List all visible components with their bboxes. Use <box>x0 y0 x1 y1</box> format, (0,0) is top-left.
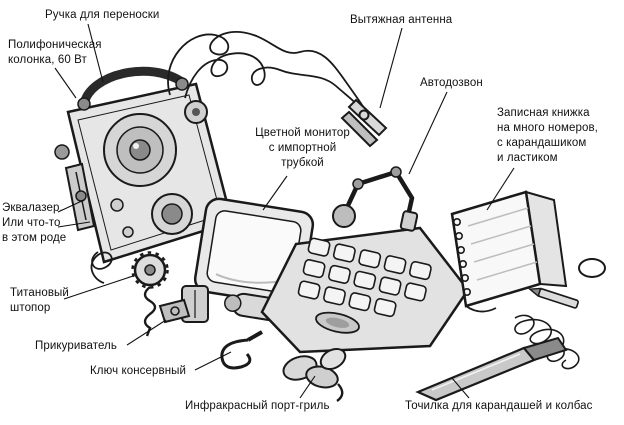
leader-notebook <box>486 167 515 211</box>
leader-speaker <box>54 67 77 99</box>
leader-equalizer-1 <box>57 199 85 213</box>
lighter-drawing <box>158 298 191 324</box>
label-ir-port: Инфракрасный порт-гриль <box>185 400 330 412</box>
sausages-drawing <box>282 347 347 402</box>
label-equalizer: Эквалазер. Или что-то в этом роде <box>2 202 67 244</box>
notebook-drawing <box>450 190 606 313</box>
leader-equalizer-2 <box>57 221 91 228</box>
leader-lighter <box>126 319 167 346</box>
leader-monitor <box>262 175 288 211</box>
corkscrew-drawing <box>131 251 169 337</box>
leader-can-opener <box>194 351 232 371</box>
leader-carry-handle <box>87 23 104 83</box>
label-monitor: Цветной монитор с импортной трубкой <box>255 127 350 169</box>
label-autodial: Автодозвон <box>420 77 483 89</box>
label-notebook: Записная книжка на много номеров, с кара… <box>497 107 598 164</box>
label-sharpener: Точилка для карандашей и колбас <box>405 400 593 412</box>
clothespin-drawing <box>340 98 388 148</box>
speaker-large-drawing <box>103 113 177 187</box>
leader-autodial <box>408 91 448 175</box>
can-opener-drawing <box>220 330 263 370</box>
speaker-small-drawing <box>151 193 193 235</box>
small-cord-drawing <box>90 251 113 284</box>
keypad-drawing <box>260 226 470 354</box>
autodial-arm-drawing <box>332 166 419 232</box>
label-carry-handle: Ручка для переноски <box>45 9 160 21</box>
label-speaker: Полифоническая колонка, 60 Вт <box>8 39 102 66</box>
equalizer-drawing <box>54 144 96 232</box>
leader-ir-port <box>299 375 316 399</box>
sharpener-knife-drawing <box>415 336 568 402</box>
label-antenna: Вытяжная антенна <box>350 14 453 26</box>
antenna-wire-drawing <box>167 31 365 111</box>
leader-antenna <box>379 27 403 109</box>
carry-handle-drawing <box>77 66 189 111</box>
label-lighter: Прикуриватель <box>35 340 117 352</box>
pencil-drawing <box>528 287 579 309</box>
leader-corkscrew <box>63 275 134 300</box>
leader-lines <box>54 23 515 399</box>
leader-sharpener <box>451 377 470 399</box>
eraser-drawing <box>578 258 606 278</box>
label-corkscrew: Титановый штопор <box>10 287 69 314</box>
label-can-opener: Ключ консервный <box>90 365 187 377</box>
